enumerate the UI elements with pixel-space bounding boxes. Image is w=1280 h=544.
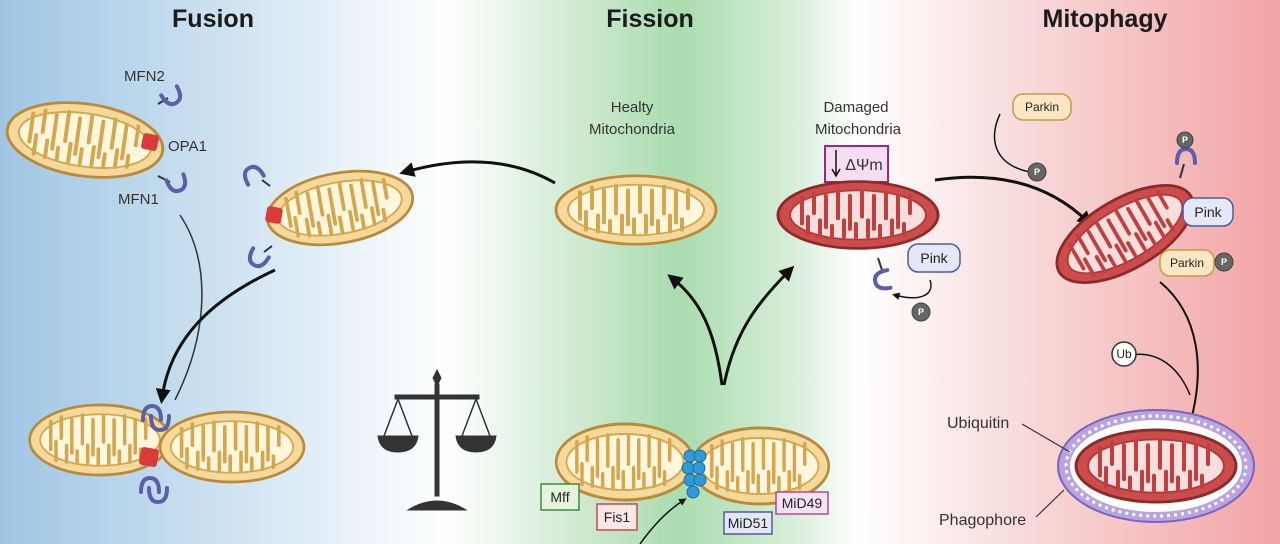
parkin-chip-right: Parkin <box>1159 249 1215 277</box>
phosphate-label: P <box>1221 257 1227 267</box>
phosphate-label: P <box>1182 135 1188 145</box>
ubiquitin-label: Ubiquitin <box>947 415 1009 432</box>
damaged-to-mitophagy-arrow <box>934 175 1093 227</box>
receptor-stalk <box>261 179 271 187</box>
ub-curve <box>1129 353 1191 396</box>
fission-arrow-healthy <box>667 274 724 386</box>
mid49-label: MiD49 <box>782 495 823 511</box>
mid49-box: MiD49 <box>775 491 829 515</box>
ub-icon: Ub <box>1111 341 1137 367</box>
mfn1-label: MFN1 <box>118 191 159 208</box>
ubiquitination-arrow <box>1159 281 1199 428</box>
mfn1-receptor-icon <box>164 172 191 196</box>
healthy-mitochondrion <box>554 173 718 247</box>
mfn2-receptor-icon <box>159 84 186 110</box>
fusion-arrow-curve <box>174 214 203 401</box>
fis1-box: Fis1 <box>596 503 638 531</box>
pink-chip-mid: Pink <box>907 243 961 273</box>
fission-arrow-damaged <box>722 265 795 386</box>
mitochondrion-fusion-2 <box>259 158 421 258</box>
ub-label: Ub <box>1116 347 1132 361</box>
damaged-label-line1: Damaged <box>823 99 888 116</box>
fis1-label: Fis1 <box>604 509 631 525</box>
phosphate-icon: P <box>911 302 931 322</box>
phagophore-pointer <box>1035 489 1065 518</box>
engulfed-mitochondrion <box>1074 427 1238 505</box>
ubiquitin-pointer <box>1021 423 1071 453</box>
fusion-arrow-main <box>155 268 276 404</box>
mid51-box: MiD51 <box>723 511 773 535</box>
parkin-right-label: Parkin <box>1170 256 1204 270</box>
balance-scale-icon <box>377 368 497 511</box>
damaged-mitochondrion-tagged <box>1039 163 1211 305</box>
phosphate-label: P <box>918 307 924 317</box>
pink-chip-right: Pink <box>1182 197 1234 227</box>
phosphate-label: P <box>1034 167 1040 177</box>
parkin-top-label: Parkin <box>1025 100 1059 114</box>
opa1-protein-2 <box>265 206 283 224</box>
pink-right-label: Pink <box>1194 204 1222 220</box>
receptor-icon <box>239 161 266 187</box>
delta-psi-label: ΔΨm <box>845 157 882 174</box>
opa1-protein <box>141 133 159 151</box>
receptor-stalk <box>1179 163 1185 179</box>
pink-mid-label: Pink <box>920 250 948 266</box>
parkin-recruit-arrow <box>993 113 1031 173</box>
fission-to-fusion-arrow <box>399 160 556 185</box>
receptor-recruit-arrow <box>639 498 687 544</box>
section-title-fission: Fission <box>606 5 694 33</box>
healthy-label-line1: Healty <box>611 99 654 116</box>
mitochondrion-fused-right <box>158 410 306 484</box>
section-title-fusion: Fusion <box>172 5 254 33</box>
parkin-chip-top: Parkin <box>1012 93 1072 121</box>
receptor-icon <box>1175 147 1197 165</box>
drp1-ring <box>681 449 707 499</box>
damaged-mitochondrion <box>776 179 940 251</box>
receptor-stalk <box>263 245 273 253</box>
receptor-stalk <box>877 257 883 271</box>
section-title-mitophagy: Mitophagy <box>1043 5 1168 33</box>
phagophore-label: Phagophore <box>939 512 1026 529</box>
phosphate-icon: P <box>1176 131 1194 149</box>
mff-box: Mff <box>540 483 580 511</box>
mid51-label: MiD51 <box>728 515 769 531</box>
mff-label: Mff <box>550 489 569 505</box>
phosphate-icon: P <box>1027 162 1047 182</box>
damaged-label-line2: Mitochondria <box>815 121 902 138</box>
opa1-label: OPA1 <box>168 138 207 155</box>
opa1-protein-fused <box>139 447 159 467</box>
receptor-icon <box>871 268 893 293</box>
phosphate-icon: P <box>1214 252 1234 272</box>
delta-psi-box: ΔΨm <box>824 145 889 183</box>
mfn2-label: MFN2 <box>124 68 165 85</box>
phosphorylation-arrow <box>892 279 932 300</box>
healthy-label-line2: Mitochondria <box>589 121 676 138</box>
